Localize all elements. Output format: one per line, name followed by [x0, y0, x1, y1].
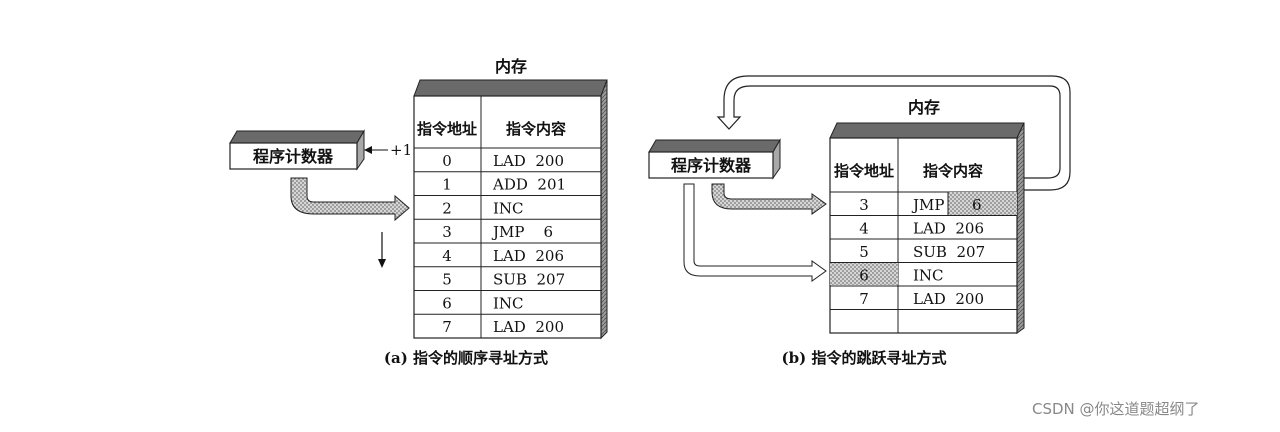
row-content: SUB 207: [493, 271, 565, 289]
row-address: 7: [859, 290, 869, 308]
row-address: 4: [442, 247, 452, 265]
row-content: JMP 6: [491, 223, 553, 241]
current-instruction-arrow-b: [711, 183, 827, 215]
memory-title-b: 内存: [908, 98, 940, 117]
row-address: 1: [442, 176, 452, 194]
col-content-header-a: 指令内容: [506, 120, 566, 138]
row-content: LAD 200: [493, 152, 564, 170]
row-address: 6: [442, 294, 452, 312]
jump-loop-arrow-b: [716, 75, 1071, 191]
memory-side-b: [1016, 122, 1025, 334]
col-address-header-a: 指令地址: [417, 120, 477, 138]
memory-side-a: [600, 79, 608, 340]
program-counter-b: 程序计数器: [648, 138, 781, 180]
program-counter-a: 程序计数器: [229, 129, 365, 171]
row-content: JMP: [911, 196, 944, 214]
row-content: LAD 200: [493, 318, 564, 336]
row-address: 3: [859, 196, 869, 214]
csdn-watermark: CSDN @你这道题超纲了: [1032, 400, 1200, 418]
row-operand: 6: [972, 196, 982, 214]
row-address: 5: [859, 243, 869, 261]
pc-face-a: [229, 142, 358, 170]
pc-top-b: [648, 139, 781, 153]
jump-target-arrow-b: [683, 183, 827, 282]
row-address: 3: [442, 223, 452, 241]
increment-arrowhead-a: [364, 146, 372, 154]
col-address-header-b: 指令地址: [834, 162, 894, 180]
down-arrowhead-a: [378, 259, 386, 268]
row-content: LAD 200: [913, 290, 984, 308]
row-address: 2: [442, 199, 452, 217]
caption-a: (a) 指令的顺序寻址方式: [384, 349, 548, 367]
memory-box-a: [413, 79, 608, 340]
row-content: INC: [493, 294, 524, 312]
pc-label-b: 程序计数器: [671, 156, 752, 175]
pc-label-a: 程序计数器: [253, 147, 334, 166]
pc-top-a: [229, 130, 365, 144]
increment-label-a: +1: [390, 141, 412, 159]
row-content: SUB 207: [913, 243, 985, 261]
memory-title-a: 内存: [495, 57, 527, 76]
row3-shade-b: [948, 192, 1017, 216]
memory-box-b: [829, 122, 1025, 334]
col-content-header-b: 指令内容: [923, 162, 983, 180]
row-content: INC: [493, 199, 524, 217]
sequential-arrow-a: [290, 177, 410, 222]
memory-face-b: [829, 137, 1018, 334]
memory-face-a: [413, 95, 602, 339]
row-content: LAD 206: [493, 247, 564, 265]
row-address: 6: [859, 266, 869, 284]
row6-shade-b: [830, 262, 898, 285]
row-address: 0: [442, 152, 452, 170]
row-content: ADD 201: [492, 176, 566, 194]
row-address: 7: [442, 318, 452, 336]
pc-face-b: [648, 151, 774, 179]
memory-top-b: [829, 122, 1025, 139]
memory-top-a: [413, 79, 608, 97]
row-content: LAD 206: [913, 219, 984, 237]
row-content: INC: [913, 266, 944, 284]
row-address: 5: [442, 271, 452, 289]
row-address: 4: [859, 219, 869, 237]
caption-b: (b) 指令的跳跃寻址方式: [782, 349, 947, 367]
